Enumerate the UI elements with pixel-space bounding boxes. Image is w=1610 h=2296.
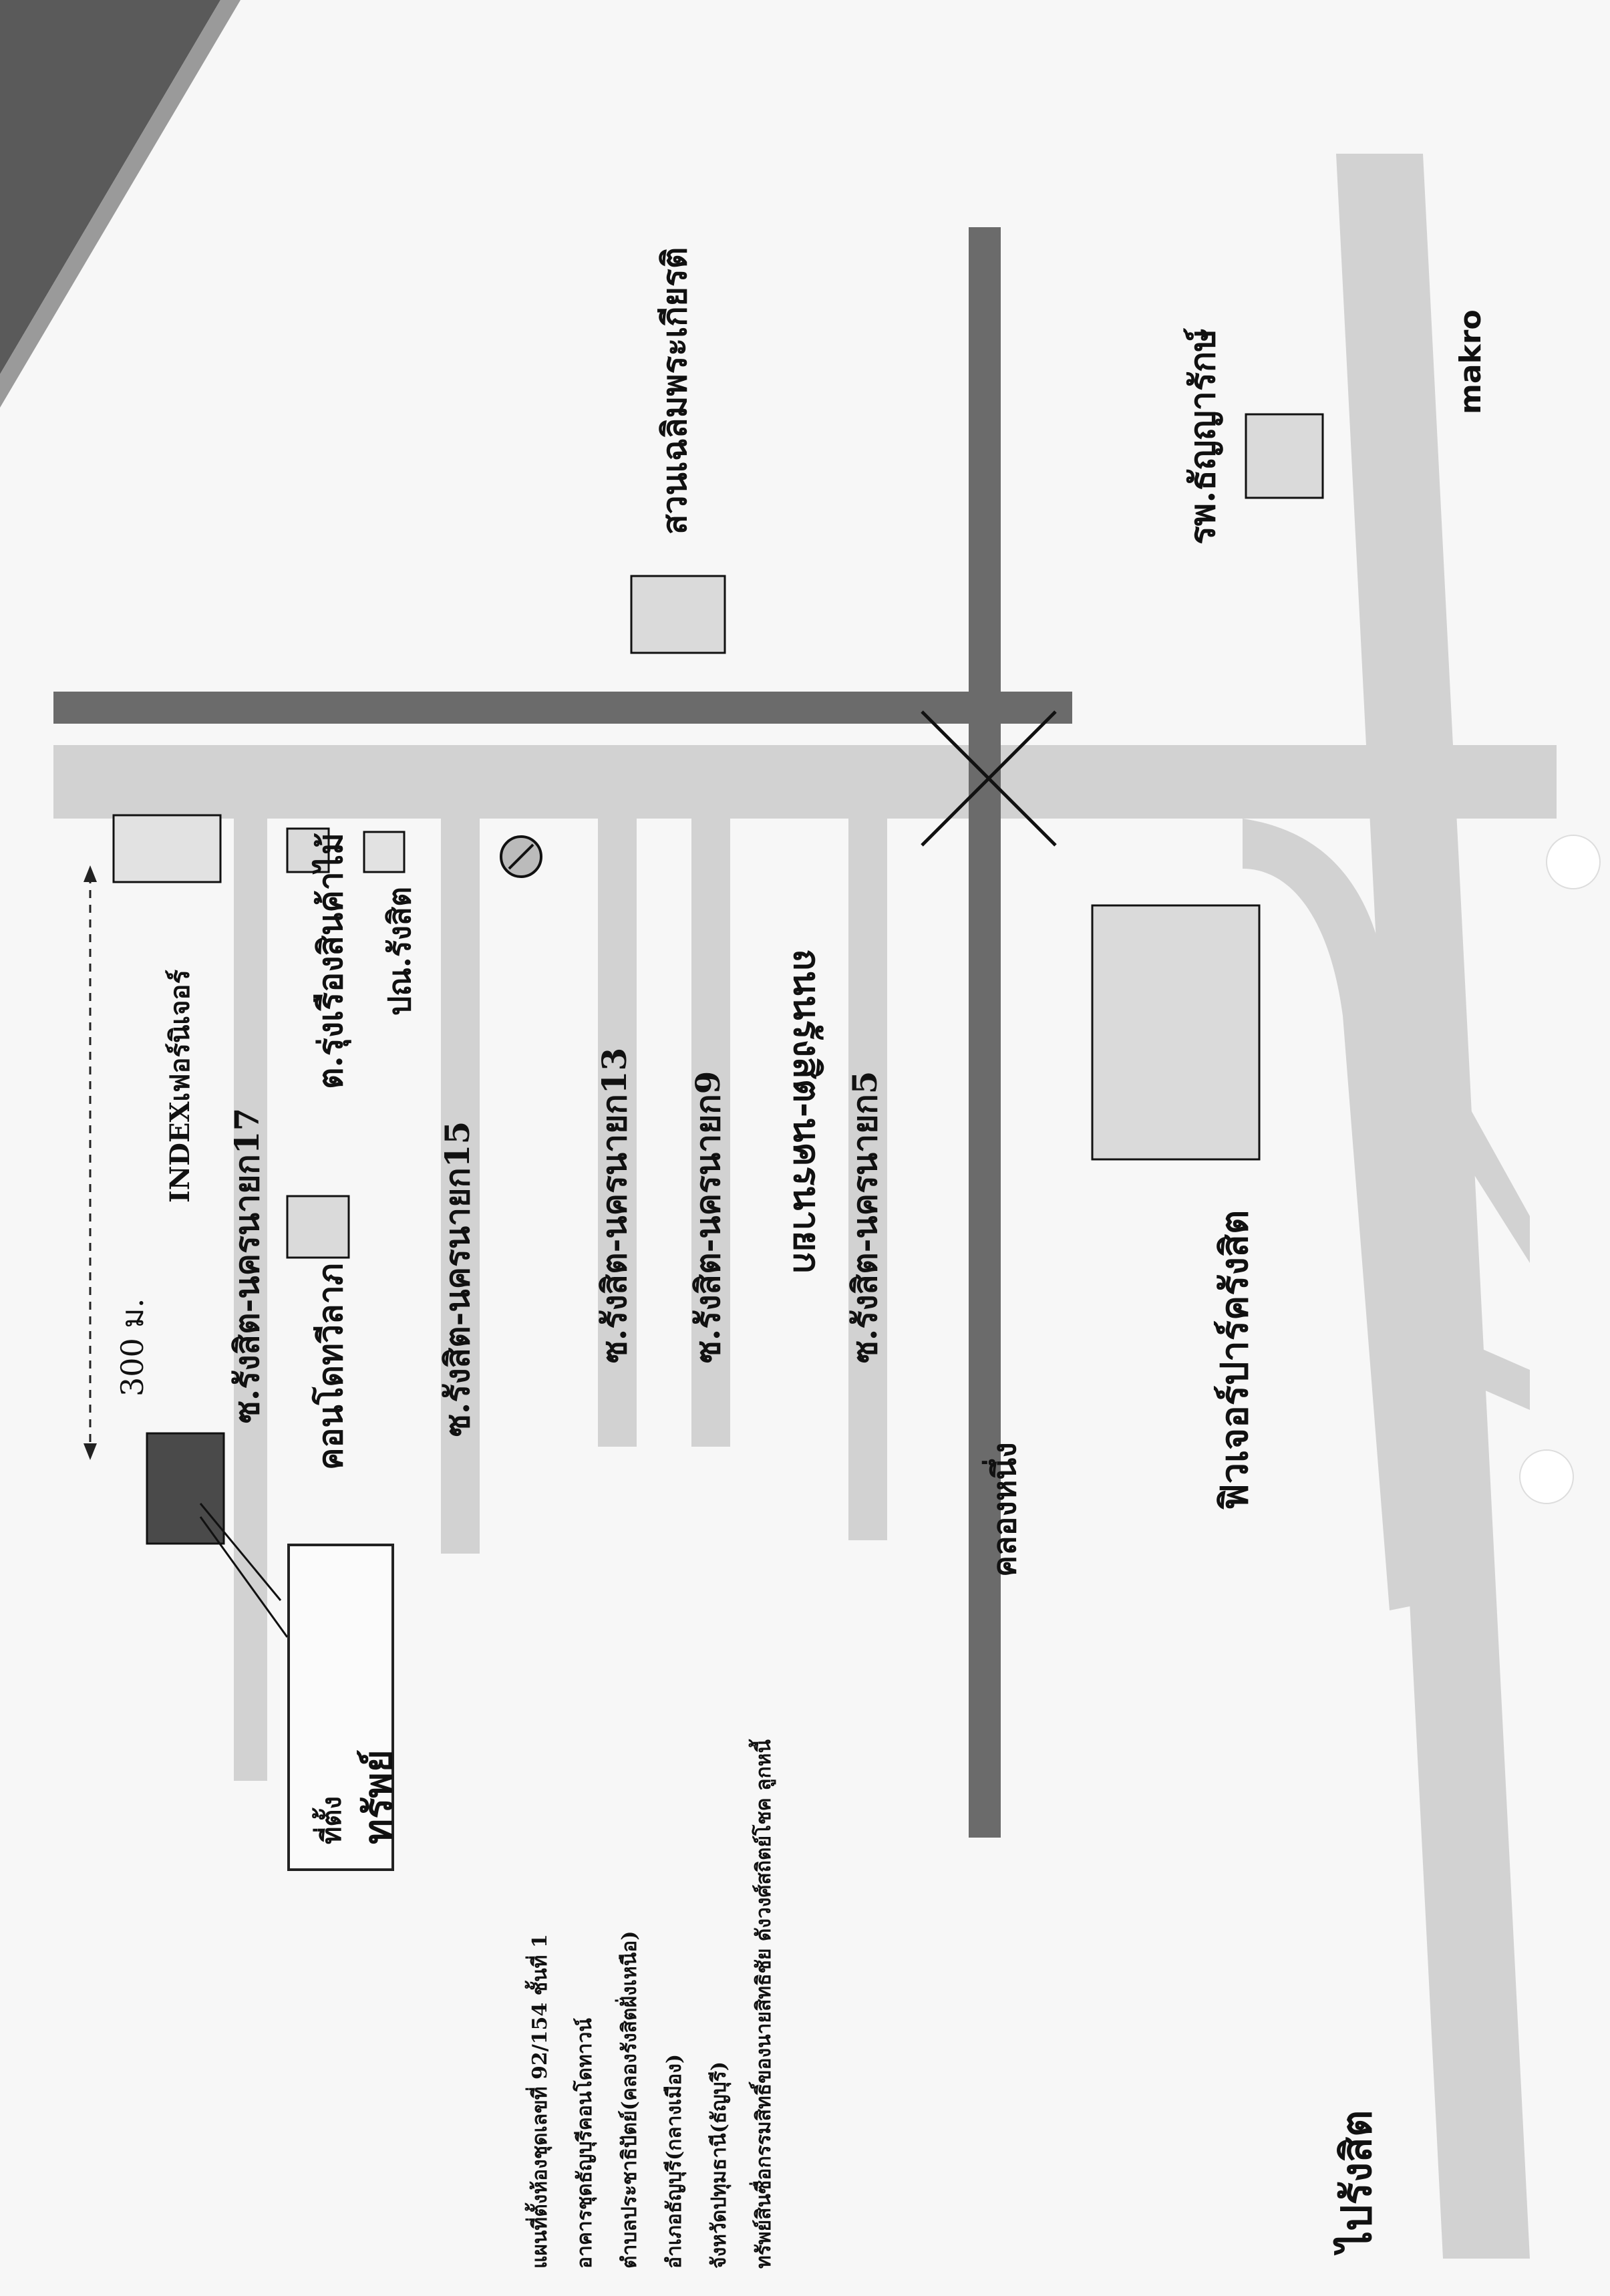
property-label-line1: ที่ตั้ง: [316, 1796, 347, 1844]
note-line-2: อาคารชุดธัญบุรีคอนโดทาวน์: [573, 2018, 597, 2269]
punch-hole-1: [1546, 835, 1601, 889]
punch-hole-2: [1519, 1449, 1574, 1504]
scale-arrow-top: [84, 865, 97, 882]
scan-corner-shadow: [0, 0, 240, 408]
scale-label: 300 ม.: [114, 1298, 150, 1397]
future-park-label: ฟิวเจอร์ปาร์ครังสิต: [1213, 1209, 1257, 1510]
soi-9: [691, 819, 730, 1447]
soi-5-label: ซ.รังสิต-นครนายก5: [845, 1070, 884, 1363]
main-road-label: ถนนรังสิต-นครนายก: [786, 949, 828, 1274]
property-label: ที่ตั้ง ทรัพย์: [316, 1749, 409, 1844]
soi-17: [234, 819, 267, 1781]
canal-upper: [53, 692, 1072, 724]
rangsit-road: [1336, 154, 1530, 2259]
spur-road-2: [1423, 1323, 1530, 1410]
condo-box: [286, 1195, 350, 1259]
soi-15-label: ซ.รังสิต-นครนายก15: [438, 1121, 477, 1437]
gas-station-icon-slash: [508, 843, 534, 870]
canal-label: คลองหนึ่ง: [986, 1442, 1023, 1577]
soi-15: [441, 819, 480, 1554]
post-office-box: [363, 831, 406, 873]
note-line-4: อำเภอธัญบุรี(กลางเมือง): [663, 2053, 686, 2269]
klong-nueng-canal: [969, 227, 1001, 1838]
note-line-1: แผนที่ตั้งห้องชุดเลขที่ 92/154 ชั้นที่ 1: [528, 1934, 552, 2269]
future-park-box: [1091, 904, 1261, 1161]
main-road: [53, 745, 1557, 819]
to-rangsit-label: ไปรังสิต: [1332, 2110, 1381, 2252]
spur-road: [1450, 1096, 1530, 1263]
soi-17-label: ซ.รังสิต-นครนายก17: [227, 1107, 267, 1423]
note-line-3: ตำบลประชาธิปัตย์(คลองรังสิตฝั่งเหนือ): [618, 1930, 641, 2269]
soi-5: [848, 819, 887, 1540]
property-callout-box: [287, 1544, 394, 1871]
fruit-market-box: [286, 827, 330, 873]
connector-curve: [1243, 819, 1423, 1610]
pointer-line-1: [199, 1503, 282, 1601]
index-furniture-label: INDEXเฟอร์นิเจอร์: [164, 970, 196, 1203]
soi-13: [598, 819, 637, 1447]
pointer-line-2: [199, 1516, 289, 1638]
crossing-mark-2: [921, 710, 1057, 847]
hospital-box: [1245, 413, 1324, 499]
property-marker: [146, 1432, 225, 1545]
hospital-label: รพ.ธัญญารักษ์: [1182, 328, 1223, 545]
soi-13-label: ซ.รังสิต-นครนายก13: [595, 1047, 634, 1363]
note-line-6: ทรัพย์สินซื่อกรรมสิทธิ์ของนายสิทธิชัย ดั…: [752, 1739, 776, 2269]
soi-9-label: ซ.รังสิต-นครนายก9: [688, 1070, 728, 1363]
park-box: [630, 575, 726, 654]
park-label: สวนเฉลิมพระเกียรติ: [655, 247, 694, 535]
note-line-5: จังหวัดปทุมธานี(ธัญบุรี): [707, 2061, 731, 2269]
property-label-line2: ทรัพย์: [355, 1749, 401, 1844]
index-furniture-box: [112, 814, 222, 883]
fruit-market-label: ต.รุ่งเรืองสินค้าไม้: [311, 833, 350, 1089]
makro-label: makro: [1454, 309, 1488, 414]
condo-villa-label: คอนโดทวีลาภ: [311, 1263, 350, 1470]
address-notes: แผนที่ตั้งห้องชุดเลขที่ 92/154 ชั้นที่ 1…: [518, 1600, 786, 2269]
post-office-label: ปณ.รังสิต: [381, 886, 418, 1016]
scale-arrow-bottom: [84, 1443, 97, 1460]
